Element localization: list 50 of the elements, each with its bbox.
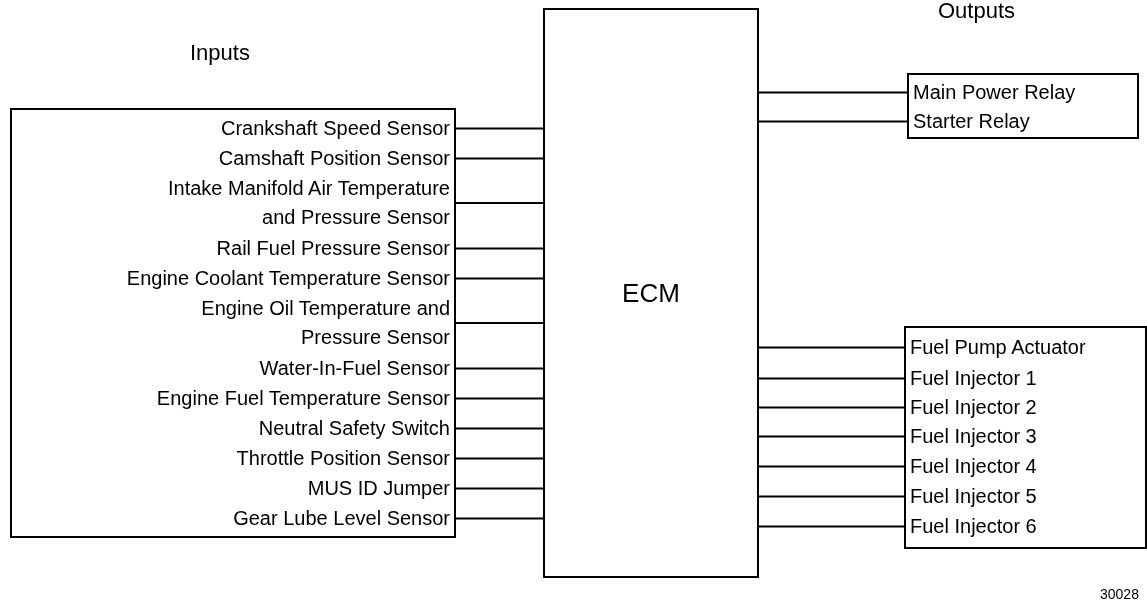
- connector-line: [758, 465, 907, 468]
- connector-line: [758, 377, 907, 380]
- connector-line: [453, 397, 544, 400]
- group-heading: Outputs: [938, 0, 1016, 24]
- connector-line: [453, 322, 544, 324]
- figure-number: 30028: [1100, 586, 1139, 602]
- outputs-box: [904, 326, 1147, 549]
- signal-label: Water-In-Fuel Sensor: [259, 354, 454, 383]
- signal-label: Fuel Injector 6: [906, 512, 1037, 541]
- signal-label: Throttle Position Sensor: [236, 444, 454, 473]
- signal-label: Engine Coolant Temperature Sensor: [126, 264, 454, 293]
- signal-label: Fuel Injector 3: [906, 422, 1037, 451]
- connector-line: [453, 202, 544, 204]
- inputs-box: [10, 108, 456, 538]
- connector-line: [453, 127, 544, 130]
- connector-line: [758, 406, 907, 409]
- signal-label: Fuel Injector 4: [906, 452, 1037, 481]
- connector-line: [758, 525, 907, 528]
- connector-line: [758, 120, 910, 123]
- connector-line: [453, 367, 544, 370]
- signal-label: Neutral Safety Switch: [258, 414, 454, 443]
- signal-label: Gear Lube Level Sensor: [233, 504, 454, 533]
- connector-line: [758, 346, 907, 349]
- outputs-box: [907, 73, 1139, 139]
- connector-line: [453, 277, 544, 280]
- ecm-box: [543, 8, 759, 578]
- signal-label: MUS ID Jumper: [307, 474, 454, 503]
- group-heading: Inputs: [190, 40, 250, 66]
- connector-line: [453, 157, 544, 160]
- signal-label: Fuel Pump Actuator: [906, 333, 1086, 362]
- module-label: ECM: [622, 277, 680, 309]
- connector-line: [758, 91, 910, 94]
- signal-label: Starter Relay: [909, 107, 1030, 136]
- signal-label: Fuel Injector 1: [906, 364, 1037, 393]
- signal-label: Rail Fuel Pressure Sensor: [216, 234, 454, 263]
- connector-line: [453, 457, 544, 460]
- signal-label: Fuel Injector 5: [906, 482, 1037, 511]
- connector-line: [758, 495, 907, 498]
- signal-label: Engine Oil Temperature and Pressure Sensor: [150, 294, 454, 352]
- connector-line: [453, 487, 544, 490]
- signal-label: Camshaft Position Sensor: [218, 144, 454, 173]
- signal-label: Engine Fuel Temperature Sensor: [156, 384, 454, 413]
- connector-line: [453, 427, 544, 430]
- connector-line: [453, 247, 544, 250]
- signal-label: Crankshaft Speed Sensor: [220, 114, 454, 143]
- connector-line: [453, 517, 544, 520]
- connector-line: [758, 435, 907, 438]
- signal-label: Intake Manifold Air Temperature and Pressure Sensor: [140, 174, 454, 232]
- signal-label: Fuel Injector 2: [906, 393, 1037, 422]
- signal-label: Main Power Relay: [909, 78, 1076, 107]
